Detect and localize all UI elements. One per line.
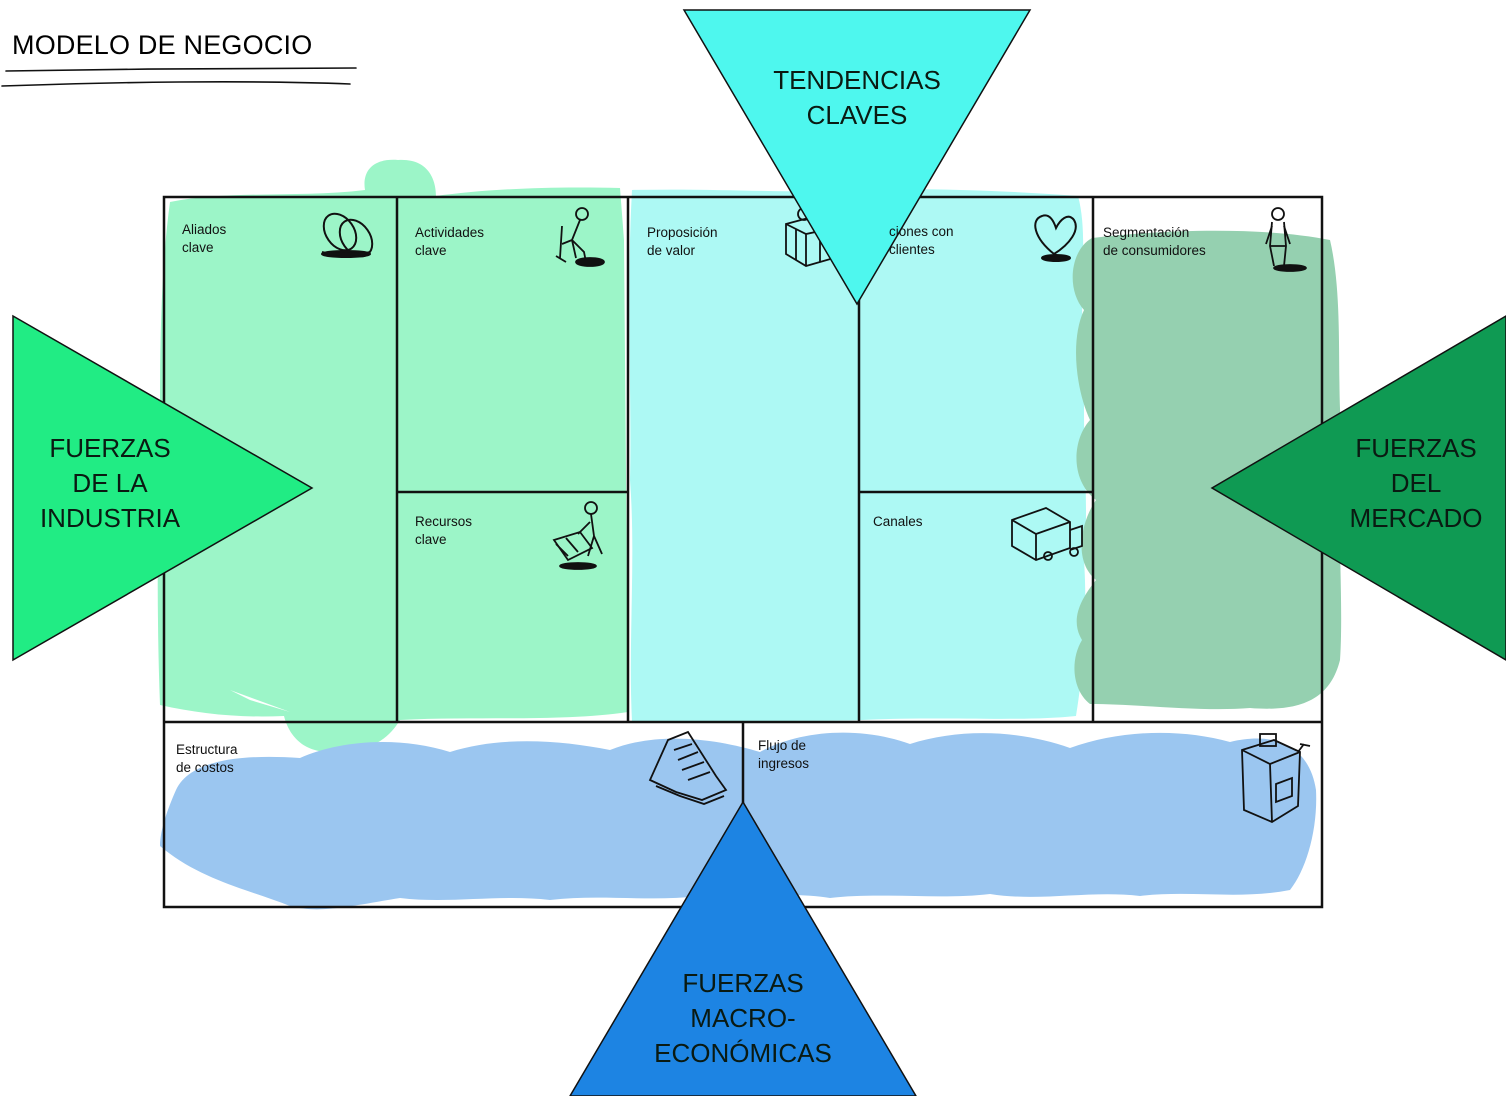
industry-triangle-left xyxy=(12,314,314,662)
cash-register-icon xyxy=(1241,733,1311,824)
receipt-icon xyxy=(648,730,728,805)
heart-icon xyxy=(1034,214,1077,262)
block-label-aliados: Aliados clave xyxy=(182,222,227,255)
block-label-propuesta: Proposición de valor xyxy=(647,225,718,258)
chain-links-icon xyxy=(321,212,374,258)
block-label-actividades: Actividades clave xyxy=(415,225,485,258)
block-label-segmentos: Segmentación de consumidores xyxy=(1103,225,1206,258)
worker-digging-icon xyxy=(555,207,605,267)
force-label-left: FUERZAS DE LA INDUSTRIA xyxy=(39,433,181,533)
title-underline xyxy=(1,67,357,87)
block-label-ingresos: Flujo de ingresos xyxy=(758,738,810,771)
block-label-canales: Canales xyxy=(873,514,923,529)
worker-with-cart-icon xyxy=(552,501,603,570)
market-triangle-right xyxy=(1210,315,1506,661)
force-label-right: FUERZAS DEL MERCADO xyxy=(1349,433,1483,533)
standing-person-icon xyxy=(1265,207,1307,272)
block-label-recursos: Recursos clave xyxy=(415,514,473,547)
scribble-dark-green xyxy=(1072,230,1342,710)
block-label-relaciones: ciones con clientes xyxy=(889,224,954,257)
scribble-cyan xyxy=(629,189,1086,722)
block-label-costos: Estructura de costos xyxy=(176,742,238,775)
scribble-green-left xyxy=(157,159,628,753)
page-title: MODELO DE NEGOCIO xyxy=(12,30,313,60)
force-label-top: TENDENCIAS CLAVES xyxy=(773,65,941,130)
delivery-truck-icon xyxy=(1011,507,1083,561)
trend-triangle-top xyxy=(682,9,1032,306)
force-label-bottom: FUERZAS MACRO- ECONÓMICAS xyxy=(654,968,832,1068)
